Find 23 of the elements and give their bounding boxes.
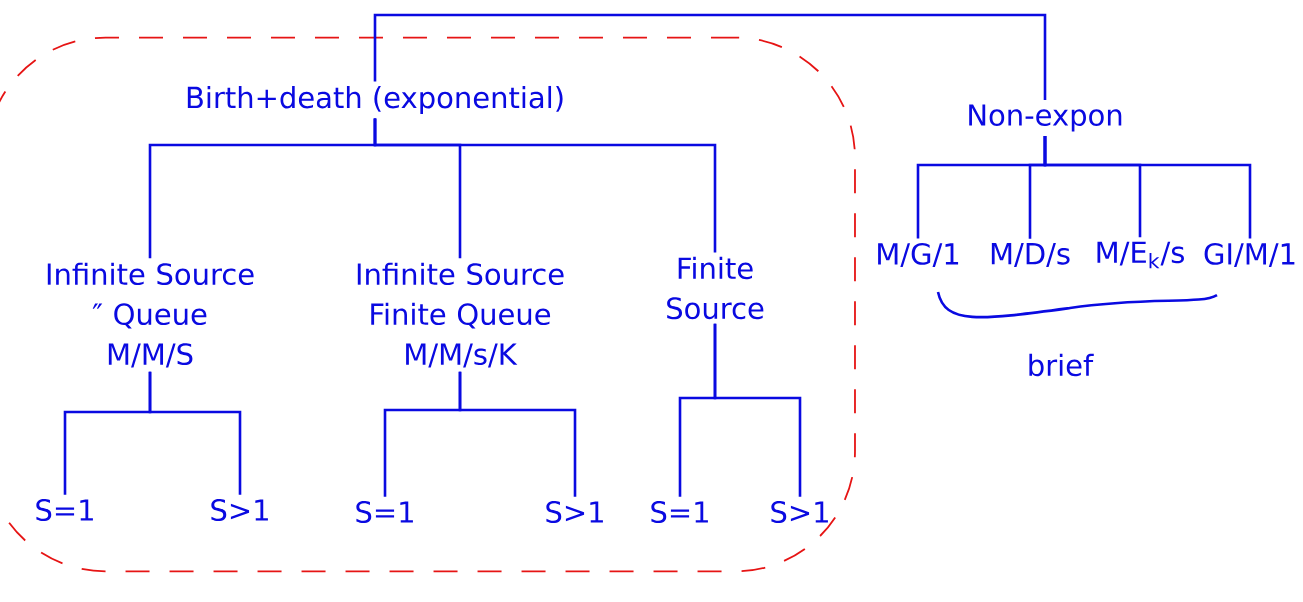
tree-label: S>1 bbox=[546, 501, 603, 523]
tree-label: GI/M/1 bbox=[1204, 242, 1295, 268]
tree-label: S>1 bbox=[211, 499, 268, 521]
tree-label: Infinite Source Finite Queue M/M/s/K bbox=[357, 262, 564, 368]
tree-label: Finite Source bbox=[667, 256, 764, 320]
tree-label: Birth+death (exponential) bbox=[187, 85, 563, 115]
tree-label: Infinite Source ″ Queue M/M/S bbox=[47, 262, 254, 368]
bracket-line bbox=[373, 13, 1047, 100]
tree-label: M/D/s bbox=[991, 243, 1070, 267]
group-outline bbox=[0, 36, 856, 573]
tree-label: S=1 bbox=[651, 501, 708, 523]
bracket-line bbox=[713, 323, 802, 497]
tree-label: M/E$_{k}$/s bbox=[1097, 241, 1184, 269]
bracket-line bbox=[458, 371, 577, 497]
label: brief bbox=[1029, 353, 1094, 377]
tree-label: S=1 bbox=[36, 499, 93, 521]
bracket-line bbox=[148, 371, 242, 495]
tree-label: S>1 bbox=[771, 501, 828, 523]
tree-label: M/G/1 bbox=[878, 242, 959, 268]
tree-label: S=1 bbox=[356, 501, 413, 523]
tree-label: Non-expon bbox=[969, 104, 1122, 132]
bracket-line bbox=[373, 118, 717, 253]
bracket-line bbox=[1043, 136, 1252, 239]
